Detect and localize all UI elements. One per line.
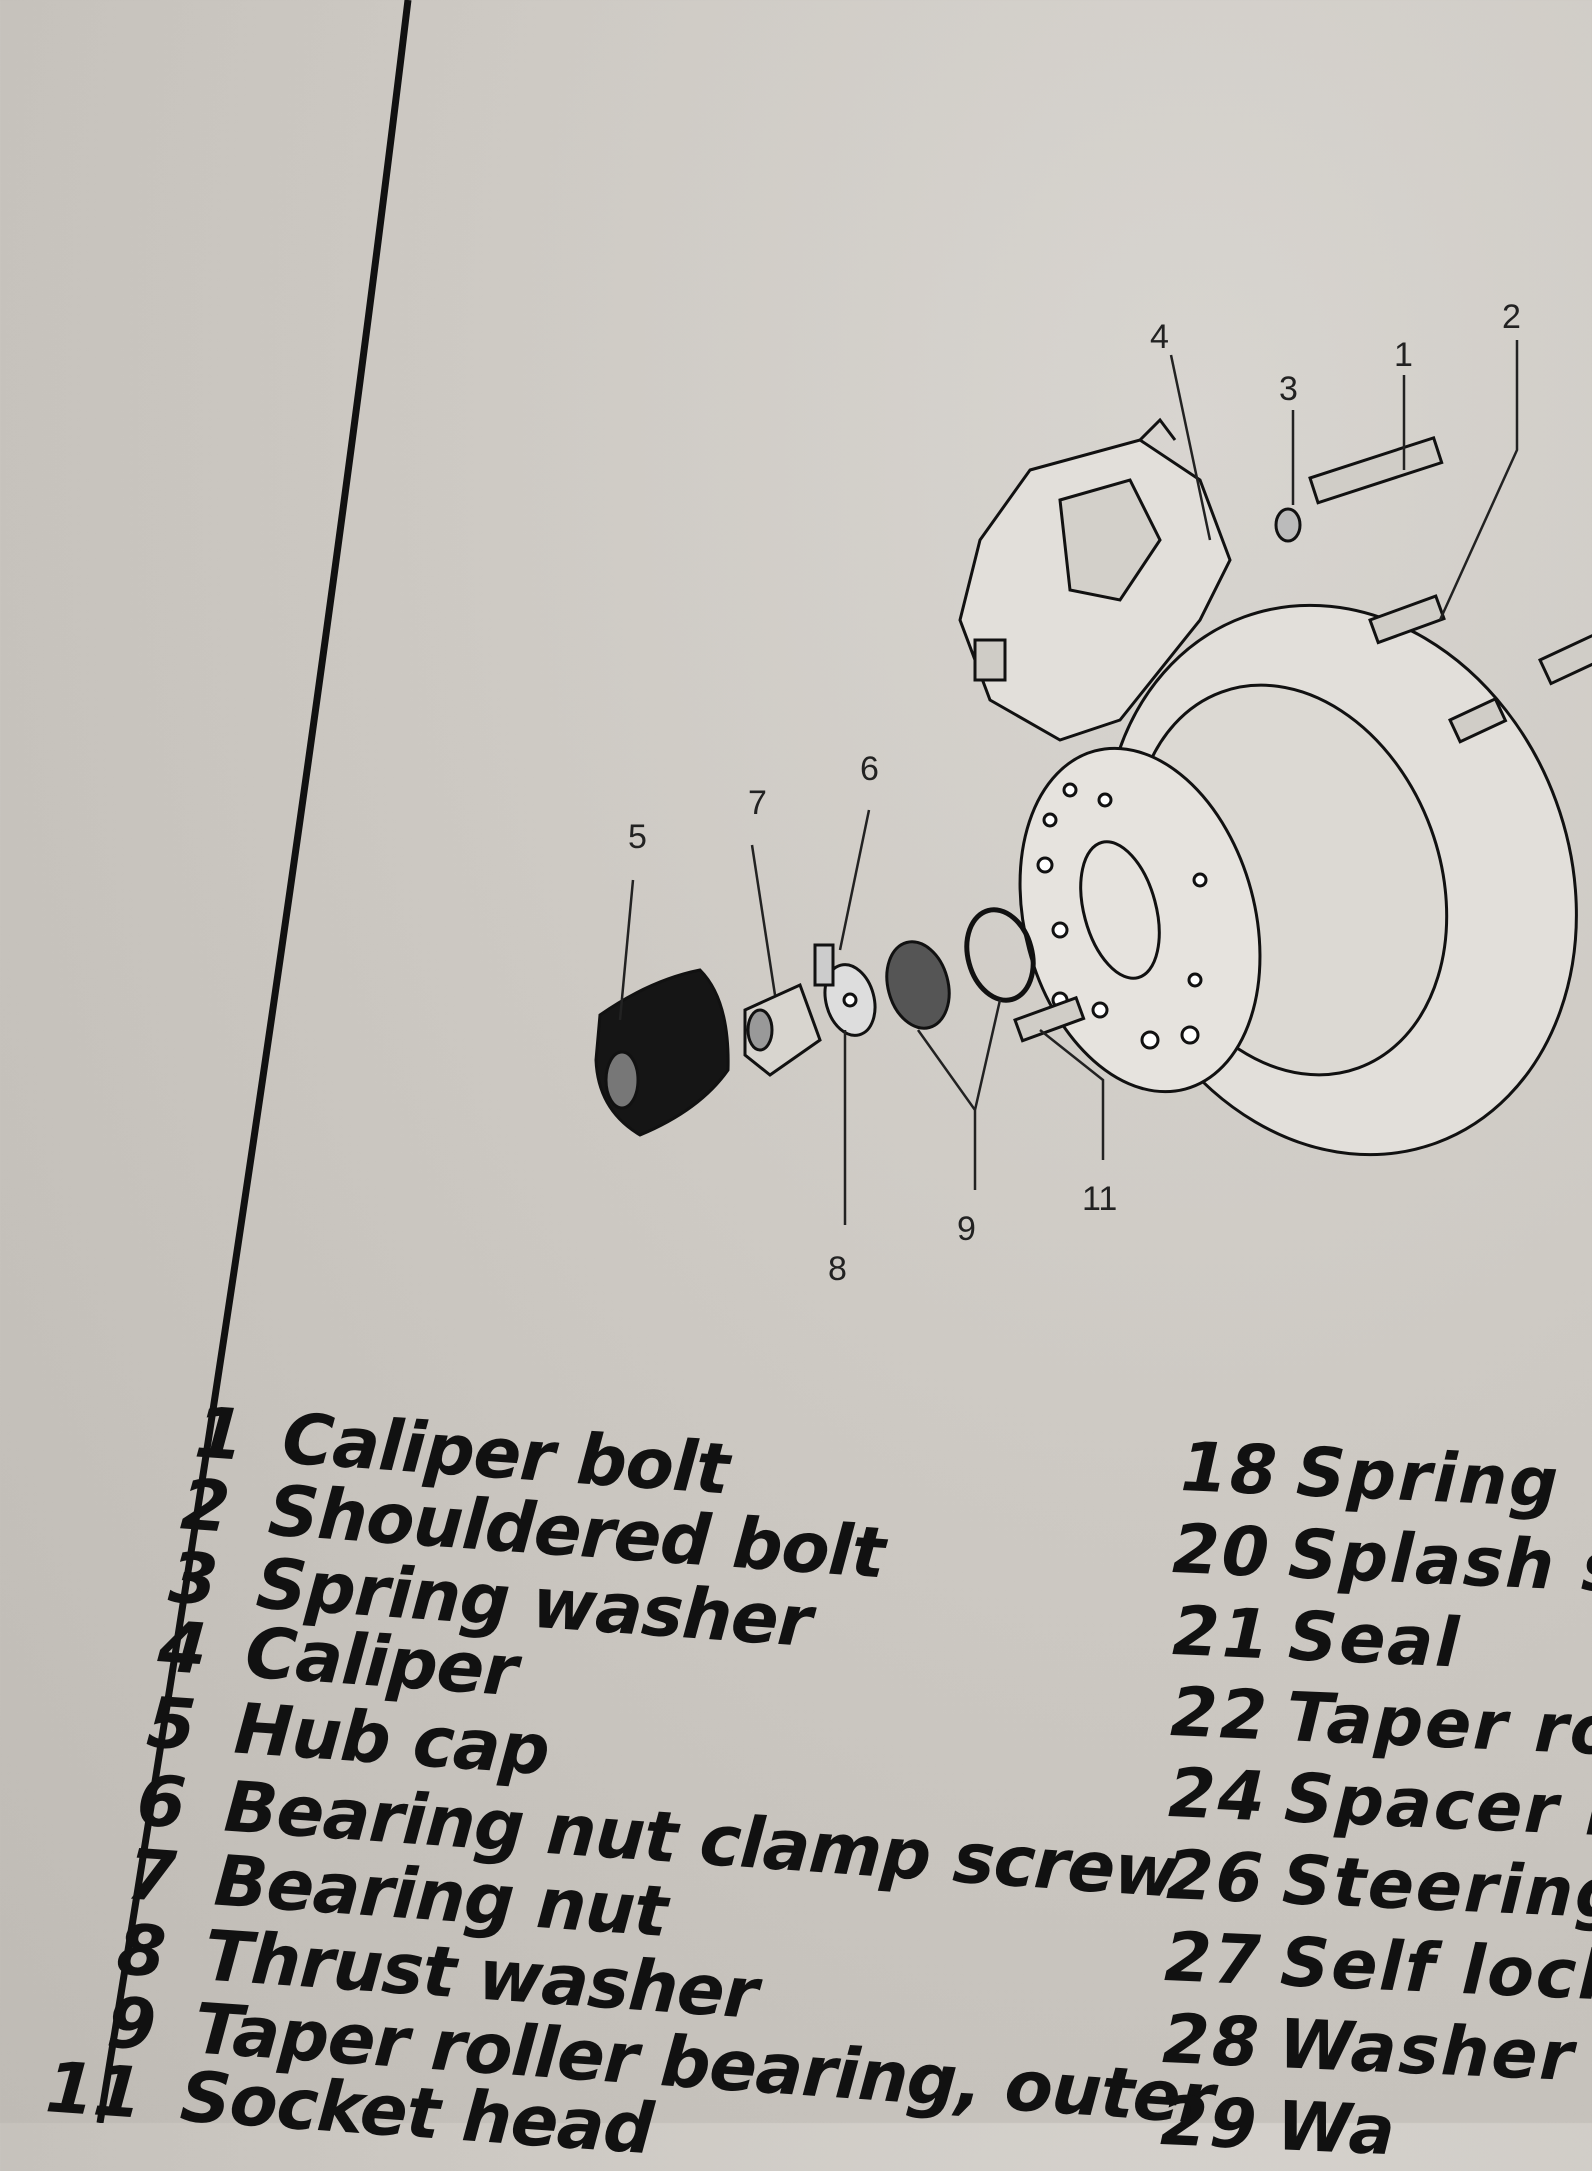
bolts-drawing	[1013, 435, 1592, 1043]
callout-1: 1	[1394, 336, 1413, 374]
caliper-drawing	[958, 417, 1232, 742]
callout-9: 9	[957, 1210, 976, 1248]
callout-8: 8	[828, 1250, 847, 1288]
callout-6: 6	[860, 750, 879, 788]
callout-3: 3	[1279, 370, 1298, 408]
exploded-brake-diagram	[594, 340, 1592, 1225]
leader-lines	[618, 340, 1519, 1225]
callout-5: 5	[628, 818, 647, 856]
bearing-nut-drawing	[743, 982, 822, 1077]
callout-7: 7	[748, 784, 767, 822]
callout-2: 2	[1502, 298, 1521, 336]
bearing-drawing	[885, 940, 951, 1030]
callout-11: 11	[1082, 1180, 1118, 1218]
margin-border-line	[96, 0, 412, 2123]
callout-4: 4	[1150, 318, 1169, 356]
